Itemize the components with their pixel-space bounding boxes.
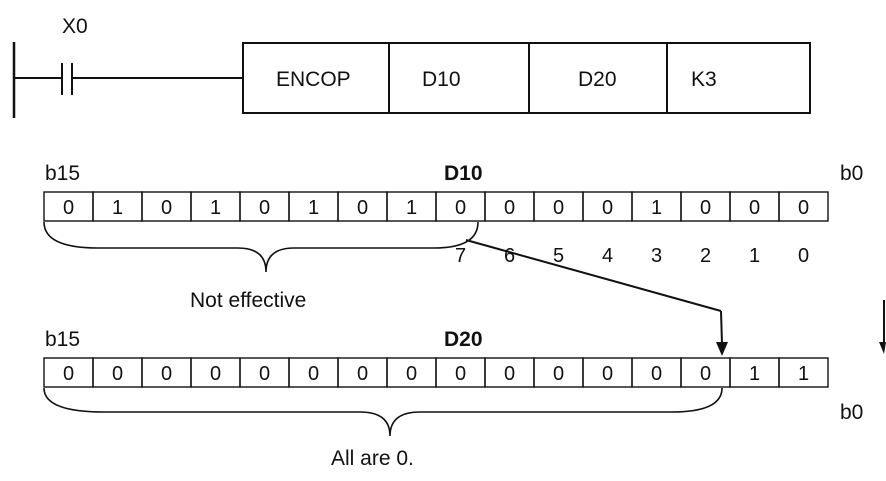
normally-open-contact-icon (61, 63, 73, 95)
d20-bit-value: 0 (308, 363, 319, 385)
d10-bit-value: 0 (798, 197, 809, 219)
d10-low-bit-label: b0 (840, 162, 863, 185)
d20-bit-value: 0 (406, 363, 417, 385)
d20-bit-value: 0 (161, 363, 172, 385)
d20-bit-value: 1 (749, 363, 760, 385)
d10-bit-index: 1 (749, 245, 760, 267)
encode-arrows (465, 239, 886, 356)
encode-arrow-shaft (720, 310, 723, 345)
d10-bit-value: 0 (602, 197, 613, 219)
d10-bit-value: 1 (308, 197, 319, 219)
d20-bit-value: 0 (63, 363, 74, 385)
d10-bit-index: 6 (504, 245, 515, 267)
d10-bit-value: 0 (749, 197, 760, 219)
d10-upper-byte-brace (43, 221, 479, 273)
d20-bit-value: 0 (602, 363, 613, 385)
d10-bit-value: 0 (700, 197, 711, 219)
d10-bit-value: 1 (210, 197, 221, 219)
d10-bit-value: 0 (63, 197, 74, 219)
d10-bit-value: 0 (259, 197, 270, 219)
d10-bit-value: 0 (553, 197, 564, 219)
d10-bit-index: 2 (700, 245, 711, 267)
d20-bit-value: 0 (700, 363, 711, 385)
d20-bit-value: 0 (504, 363, 515, 385)
d10-bit-index: 5 (553, 245, 564, 267)
d10-bit-value: 0 (455, 197, 466, 219)
d20-bit-value: 0 (553, 363, 564, 385)
d10-register: b15 D10 b0 0 1 0 1 0 1 0 1 0 0 0 0 1 0 0 0 7 6 5 4 3 2 1 0 Not… (43, 162, 863, 312)
all-zero-note: All are 0. (331, 447, 414, 470)
encode-arrow-head-icon (716, 342, 728, 356)
d10-bit-index: 7 (455, 245, 466, 267)
d10-bit-index: 3 (651, 245, 662, 267)
d10-bit-index: 4 (602, 245, 613, 267)
d20-bit-value: 1 (798, 363, 809, 385)
d10-bit-cell (778, 191, 829, 222)
d20-bit-value: 0 (357, 363, 368, 385)
ladder-rung: X0 ENCOP D10 D20 K3 (12, 15, 811, 118)
d10-bit-value: 1 (651, 197, 662, 219)
d20-register: b15 D20 0 0 0 0 0 0 0 0 0 0 0 0 0 0 1 1 b0 All are 0. (43, 328, 863, 470)
instruction-mnemonic: ENCOP (276, 68, 351, 91)
d20-zero-bits-brace (43, 387, 723, 437)
d20-low-bit-label: b0 (840, 401, 863, 424)
d10-bit-value: 0 (161, 197, 172, 219)
encode-arrow-line (465, 239, 722, 312)
d10-bit-value: 1 (406, 197, 417, 219)
d10-bit-indices: 7 6 5 4 3 2 1 0 (455, 245, 809, 267)
result-arrow-head-icon (879, 342, 886, 354)
d20-bit-value: 0 (210, 363, 221, 385)
d20-bit-value: 0 (651, 363, 662, 385)
instruction-box: ENCOP D10 D20 K3 (242, 42, 811, 114)
d20-bit-value: 0 (455, 363, 466, 385)
contact-label: X0 (62, 15, 88, 38)
d10-bit-value: 0 (504, 197, 515, 219)
d10-name: D10 (444, 162, 483, 185)
instruction-destination-operand: D20 (578, 68, 617, 91)
d20-bit-value: 0 (112, 363, 123, 385)
d20-high-bit-label: b15 (45, 328, 80, 351)
d20-name: D20 (444, 328, 483, 351)
d10-bit-index: 0 (798, 245, 809, 267)
d20-bit-value: 0 (259, 363, 270, 385)
not-effective-note: Not effective (190, 289, 306, 312)
instruction-bit-count: K3 (691, 68, 717, 91)
d10-bit-value: 1 (112, 197, 123, 219)
instruction-source-operand: D10 (422, 68, 461, 91)
d10-high-bit-label: b15 (45, 162, 80, 185)
d10-bit-value: 0 (357, 197, 368, 219)
d10-bit-cells: 0 1 0 1 0 1 0 1 0 0 0 0 1 0 0 0 (43, 191, 829, 222)
d20-bit-cell (778, 357, 829, 388)
d20-bit-cells: 0 0 0 0 0 0 0 0 0 0 0 0 0 0 1 1 (43, 357, 829, 388)
